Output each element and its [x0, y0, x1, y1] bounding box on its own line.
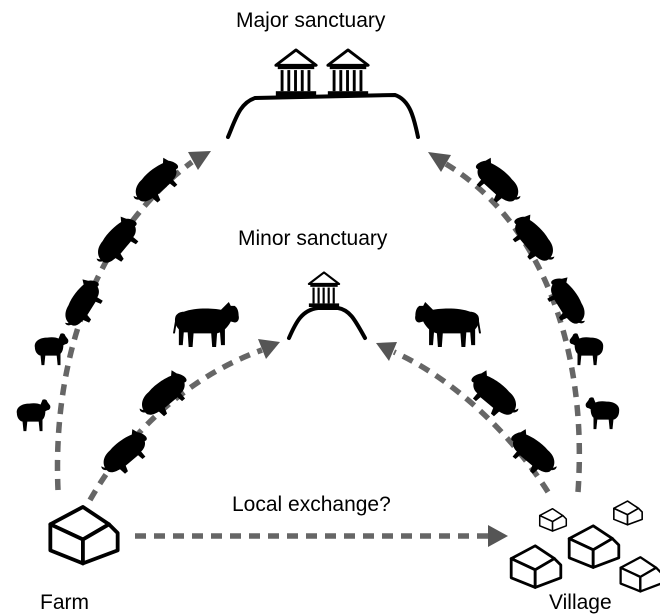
- house-icon: [567, 524, 621, 569]
- pig-icon: [57, 274, 110, 335]
- house-icon: [509, 544, 563, 589]
- house-icon: [613, 500, 643, 526]
- pig-icon: [462, 366, 525, 426]
- major-hill: [226, 92, 420, 139]
- arrow-head: [488, 525, 508, 547]
- pig-icon: [502, 425, 563, 483]
- village-label: Village: [549, 591, 612, 614]
- cow-icon: [172, 301, 239, 348]
- cow-icon: [415, 301, 482, 348]
- house-icon: [538, 507, 568, 532]
- arrow-head: [188, 151, 211, 170]
- temple-icon: [274, 48, 318, 98]
- animals-right-inner: [415, 301, 563, 483]
- house-icon: [619, 555, 660, 593]
- minor-hill: [287, 306, 367, 340]
- pig-icon: [89, 212, 147, 273]
- animals-left-inner: [95, 301, 239, 483]
- arrow-farm-to-minor: [87, 347, 263, 502]
- temple-icon: [326, 48, 370, 98]
- sheep-icon: [34, 333, 69, 366]
- pig-icon: [127, 153, 188, 213]
- goat-icon: [16, 399, 51, 432]
- arrow-head: [428, 152, 451, 172]
- arrow-head: [258, 339, 280, 359]
- goat-icon: [569, 333, 604, 366]
- goat-icon: [585, 397, 620, 430]
- arrow-head: [376, 342, 397, 361]
- major-sanctuary-label: Major sanctuary: [236, 9, 386, 32]
- temple-icon: [307, 271, 341, 308]
- pig-icon: [133, 366, 196, 426]
- village-houses: [509, 500, 660, 593]
- farm-label: Farm: [40, 591, 89, 614]
- local-exchange-label: Local exchange?: [232, 493, 391, 516]
- arrow-village-to-minor: [392, 349, 551, 494]
- house-icon: [48, 505, 120, 566]
- minor-sanctuary-label: Minor sanctuary: [238, 227, 388, 250]
